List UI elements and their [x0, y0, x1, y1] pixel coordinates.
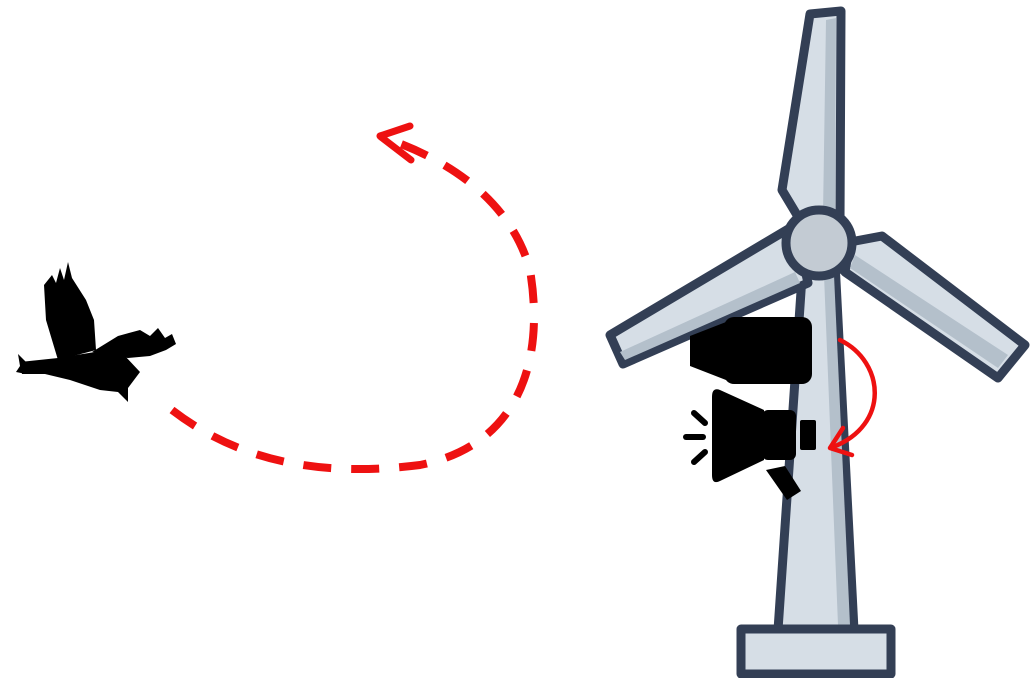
turbine-hub [786, 210, 852, 276]
sound-waves-icon [686, 413, 705, 462]
wind-turbine-icon [610, 11, 1025, 674]
bird-silhouette-icon [16, 262, 176, 402]
turbine-base [741, 629, 891, 674]
flight-path-arrow [172, 126, 534, 469]
